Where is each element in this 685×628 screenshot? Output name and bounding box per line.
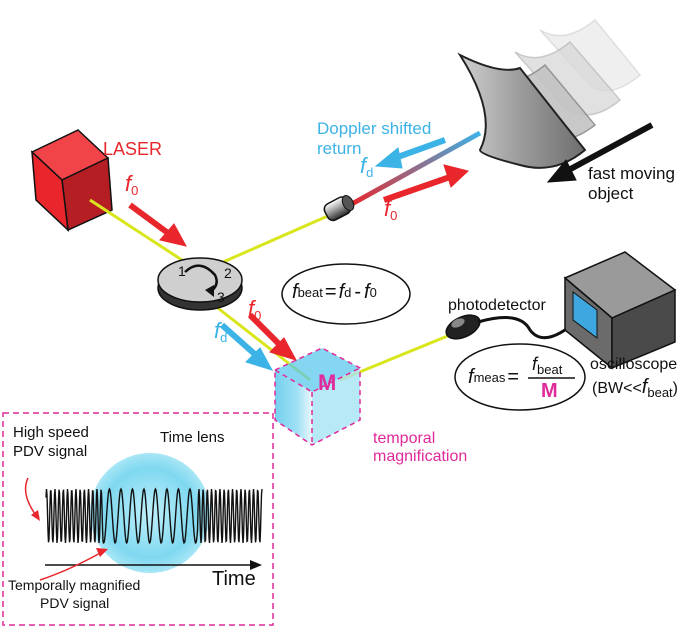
photodetector-label: photodetector xyxy=(448,297,546,314)
f0-laser: f0 xyxy=(125,171,139,198)
port-2: 2 xyxy=(224,265,232,281)
fmeas-denominator: M xyxy=(541,380,558,402)
temporal-label-line2: magnification xyxy=(373,448,468,465)
fmeas-ellipse xyxy=(454,343,586,411)
f0-outgoing: f0 xyxy=(384,196,398,223)
time-axis xyxy=(45,560,262,570)
fiber-laser xyxy=(89,198,186,264)
fd-circulator: fd xyxy=(214,318,228,345)
red-arrows xyxy=(128,164,470,361)
curved-mirror-object xyxy=(457,18,642,169)
laser-label: LASER xyxy=(103,139,163,159)
high-speed-line2: PDV signal xyxy=(13,443,88,460)
black-arrow xyxy=(546,122,654,183)
oscilloscope-label: oscilloscope xyxy=(590,356,678,373)
fast-moving-line2: object xyxy=(588,184,634,203)
time-lens-circle xyxy=(90,453,210,573)
pdv-waveform xyxy=(45,487,263,544)
laser-box xyxy=(30,129,113,232)
inset-panel xyxy=(2,412,274,626)
doppler-label-line2: return xyxy=(317,139,362,158)
m-cube-label: M xyxy=(318,370,337,395)
port-3: 3 xyxy=(217,289,225,305)
time-lens-label: Time lens xyxy=(160,429,225,446)
fiber-collimator xyxy=(323,195,355,222)
fmeas-numerator: fbeat xyxy=(532,354,563,377)
doppler-label-line1: Doppler shifted xyxy=(317,119,432,138)
temp-mag-line1: Temporally magnified xyxy=(8,577,141,593)
magnification-cube xyxy=(274,347,361,446)
blue-arrows xyxy=(220,137,447,371)
temp-mag-line2: PDV signal xyxy=(40,595,110,611)
inset-red-arrows xyxy=(24,477,108,581)
bandwidth-label: (BW<<fbeat) xyxy=(592,376,678,400)
fiber-to-collimator xyxy=(204,213,331,272)
fast-moving-line1: fast moving xyxy=(588,164,675,183)
circulator-disc xyxy=(157,257,243,311)
port-1: 1 xyxy=(178,263,186,279)
fd-return: fd xyxy=(360,153,374,180)
oscilloscope-box xyxy=(563,251,677,370)
photodetector xyxy=(445,314,582,340)
time-axis-label: Time xyxy=(212,568,256,590)
temporal-label-line1: temporal xyxy=(373,430,436,447)
beam-outgoing xyxy=(348,130,482,208)
high-speed-line1: High speed xyxy=(13,424,89,441)
f0-circulator: f0 xyxy=(248,296,262,323)
fbeat-ellipse xyxy=(281,263,411,325)
